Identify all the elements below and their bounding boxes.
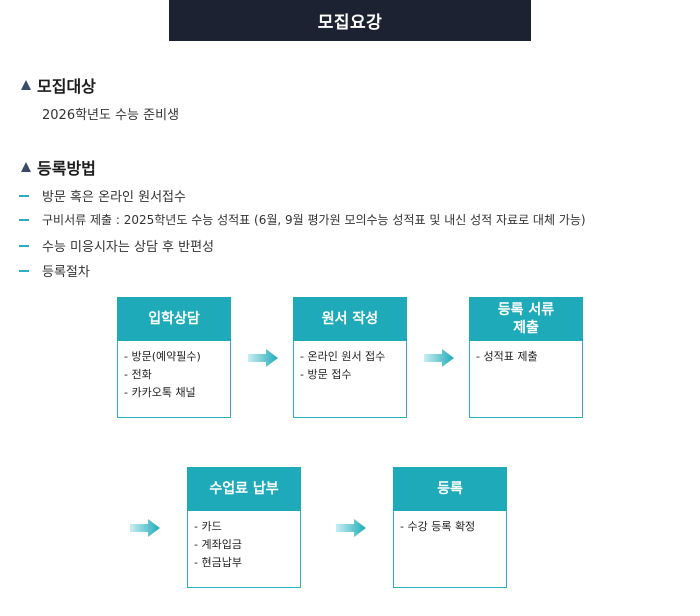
step-line: - 온라인 원서 접수 xyxy=(300,350,386,363)
arrow-right-icon xyxy=(336,519,366,537)
step-title: 등록 xyxy=(393,467,507,511)
step-title: 등록 서류 제출 xyxy=(469,297,583,341)
triangle-icon xyxy=(21,80,31,90)
target-text: 2026학년도 수능 준비생 xyxy=(42,108,180,123)
step-box-registration: 등록 - 수강 등록 확정 xyxy=(393,467,507,588)
dash-icon xyxy=(19,269,29,272)
method-item-text: 등록절차 xyxy=(42,265,90,280)
method-item: 등록절차 xyxy=(19,261,90,280)
arrow-right-icon xyxy=(424,349,454,367)
step-body: - 방문(예약필수) - 전화 - 카카오톡 채널 xyxy=(118,341,230,402)
dash-icon xyxy=(19,218,29,221)
method-item-text: 수능 미응시자는 상담 후 반편성 xyxy=(42,240,215,255)
method-item: 구비서류 제출 : 2025학년도 수능 성적표 (6월, 9월 평가원 모의수… xyxy=(19,211,586,228)
arrow-right-icon xyxy=(248,349,278,367)
step-line: - 전화 xyxy=(124,368,152,381)
step-line: - 성적표 제출 xyxy=(476,350,538,363)
section-heading-method: 등록방법 xyxy=(21,155,96,179)
method-item-text: 구비서류 제출 : 2025학년도 수능 성적표 (6월, 9월 평가원 모의수… xyxy=(42,213,586,227)
step-body: - 성적표 제출 xyxy=(470,341,582,366)
section-heading-method-label: 등록방법 xyxy=(37,159,96,178)
step-line: - 계좌입금 xyxy=(194,538,242,551)
step-box-tuition: 수업료 납부 - 카드 - 계좌입금 - 현금납부 xyxy=(187,467,301,588)
step-title: 입학상담 xyxy=(117,297,231,341)
step-title: 원서 작성 xyxy=(293,297,407,341)
page-title: 모집요강 xyxy=(169,0,531,41)
dash-icon xyxy=(19,194,29,197)
step-body: - 온라인 원서 접수 - 방문 접수 xyxy=(294,341,406,384)
step-box-consult: 입학상담 - 방문(예약필수) - 전화 - 카카오톡 채널 xyxy=(117,297,231,418)
method-item: 방문 혹은 온라인 원서접수 xyxy=(19,186,186,205)
step-title: 수업료 납부 xyxy=(187,467,301,511)
step-line: - 현금납부 xyxy=(194,556,242,569)
step-box-application: 원서 작성 - 온라인 원서 접수 - 방문 접수 xyxy=(293,297,407,418)
triangle-icon xyxy=(21,162,31,172)
step-line: - 카카오톡 채널 xyxy=(124,386,196,399)
method-item-text: 방문 혹은 온라인 원서접수 xyxy=(42,190,186,205)
step-body: - 카드 - 계좌입금 - 현금납부 xyxy=(188,511,300,572)
step-line: - 방문 접수 xyxy=(300,368,352,381)
step-line: - 방문(예약필수) xyxy=(124,350,201,363)
step-body: - 수강 등록 확정 xyxy=(394,511,506,536)
section-heading-target: 모집대상 xyxy=(21,73,96,97)
dash-icon xyxy=(19,244,29,247)
method-item: 수능 미응시자는 상담 후 반편성 xyxy=(19,236,214,255)
arrow-right-icon xyxy=(130,519,160,537)
step-line: - 수강 등록 확정 xyxy=(400,520,476,533)
step-box-documents: 등록 서류 제출 - 성적표 제출 xyxy=(469,297,583,418)
section-heading-target-label: 모집대상 xyxy=(37,77,96,96)
step-line: - 카드 xyxy=(194,520,222,533)
step-title-line: 등록 서류 xyxy=(497,302,555,318)
step-title-line: 제출 xyxy=(513,320,539,336)
